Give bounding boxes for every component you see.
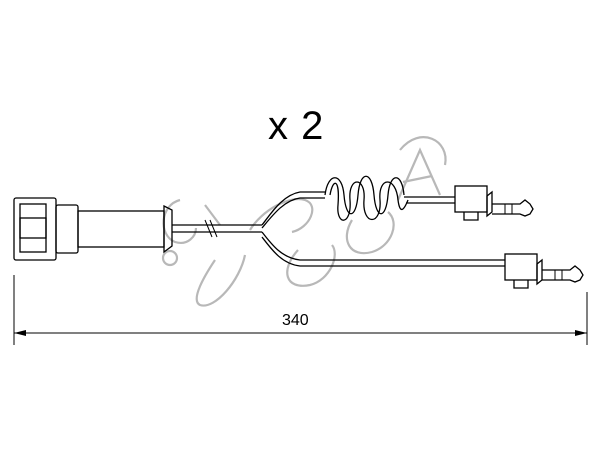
sensor-tip-icon: [454, 185, 534, 221]
connector-plug-icon: [13, 197, 173, 261]
lower-sensor-wire: [261, 231, 505, 267]
upper-sensor-wire: [261, 175, 455, 229]
quantity-label: x 2: [268, 104, 325, 148]
dimension-length-label: 340: [282, 312, 309, 329]
brand-watermark-icon: [161, 136, 447, 307]
lower-sensor-tip: [504, 253, 584, 289]
dimension-line: [13, 275, 588, 345]
main-cable: [172, 219, 262, 238]
